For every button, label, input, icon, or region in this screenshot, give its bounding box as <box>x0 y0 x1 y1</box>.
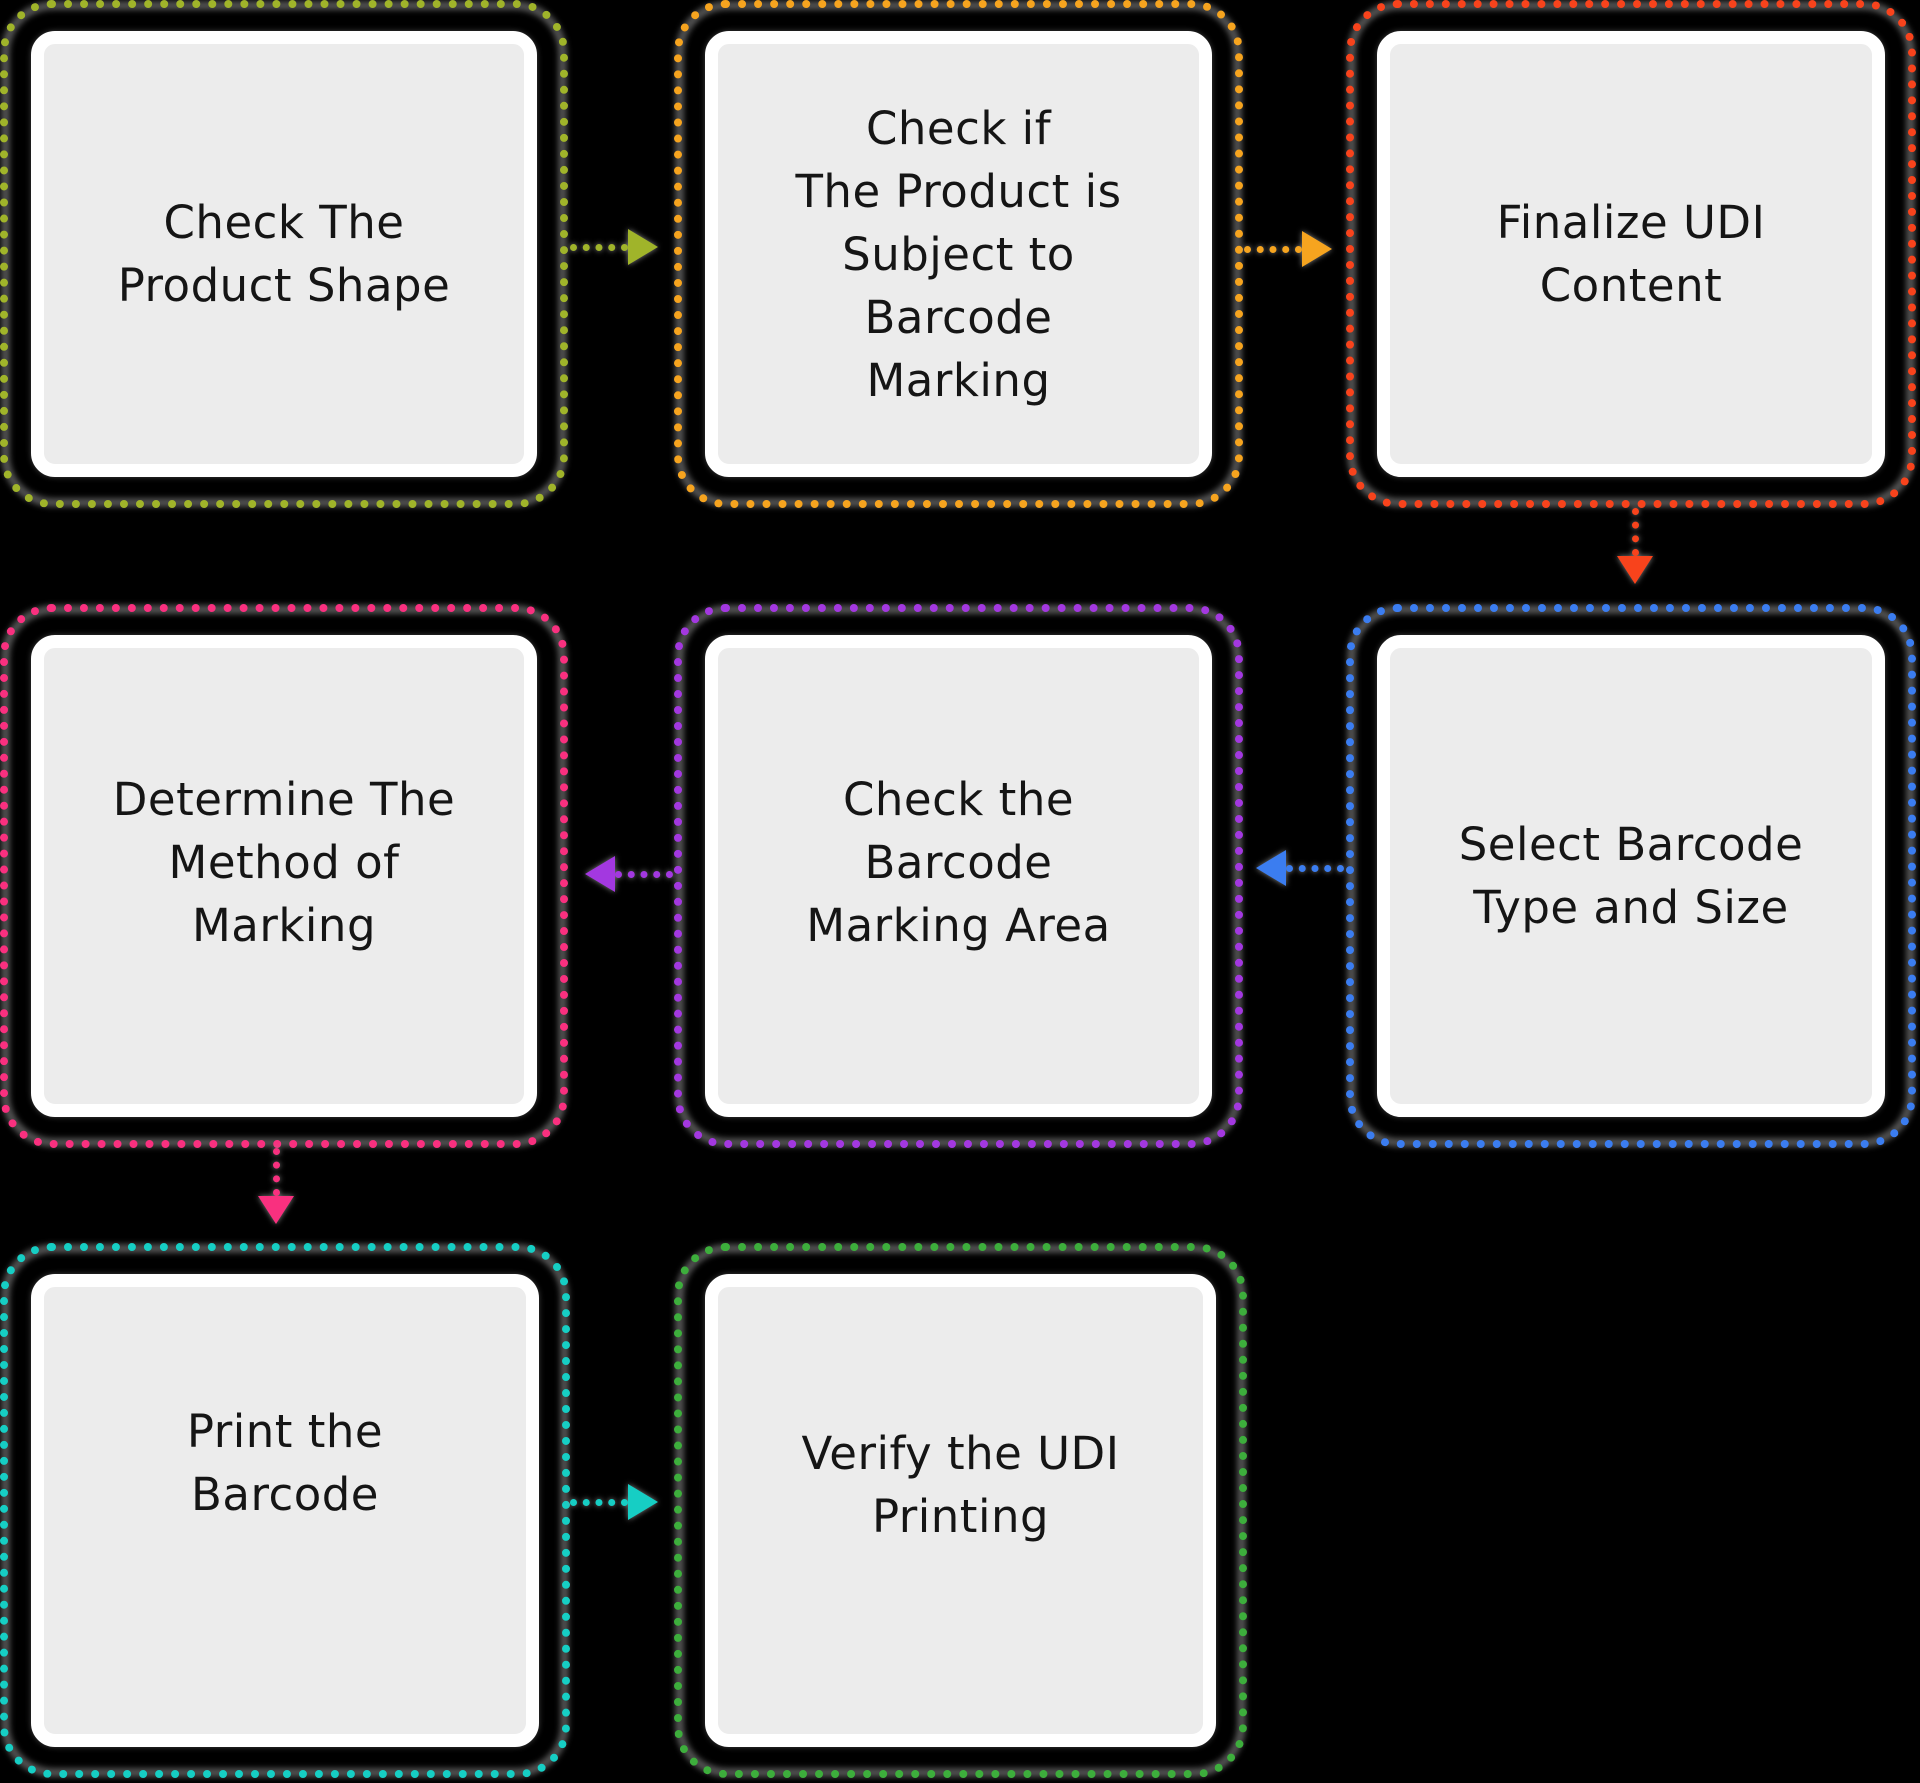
flow-card: Verify the UDI Printing <box>705 1274 1216 1747</box>
flow-box-print-barcode: Print the Barcode <box>0 1243 570 1778</box>
arrow-line <box>1286 864 1344 872</box>
flow-box-check-product-shape: Check The Product Shape <box>0 0 568 508</box>
flow-box-check-marking-area: Check the Barcode Marking Area <box>674 604 1243 1148</box>
arrow-area-to-method <box>585 856 673 892</box>
arrow-head-left-icon <box>585 856 615 892</box>
flow-box-label: Verify the UDI Printing <box>801 1426 1120 1543</box>
arrow-head-right-icon <box>628 229 658 265</box>
arrow-line <box>570 1498 628 1506</box>
arrow-finalize-to-select <box>1617 508 1653 584</box>
flow-card: Check the Barcode Marking Area <box>705 635 1212 1117</box>
arrow-subject-to-finalize <box>1244 231 1332 267</box>
flow-card: Check The Product Shape <box>31 31 537 477</box>
arrow-shape-to-subject <box>570 229 658 265</box>
flow-card: Check if The Product is Subject to Barco… <box>705 31 1212 477</box>
arrow-select-to-area <box>1256 850 1344 886</box>
flow-card: Finalize UDI Content <box>1377 31 1885 477</box>
flow-box-label: Select Barcode Type and Size <box>1458 818 1804 934</box>
flow-card: Print the Barcode <box>31 1274 539 1747</box>
arrow-head-down-icon <box>258 1196 294 1224</box>
flow-box-label: Determine The Method of Marking <box>112 772 456 952</box>
arrow-print-to-verify <box>570 1484 658 1520</box>
flow-box-determine-method: Determine The Method of Marking <box>0 604 568 1148</box>
flow-box-label: Finalize UDI Content <box>1496 196 1766 312</box>
arrow-line <box>615 870 673 878</box>
arrow-head-right-icon <box>628 1484 658 1520</box>
arrow-line <box>1244 245 1302 253</box>
flow-box-label: Check if The Product is Subject to Barco… <box>795 101 1122 407</box>
flow-box-select-barcode-type: Select Barcode Type and Size <box>1346 604 1916 1148</box>
arrow-head-right-icon <box>1302 231 1332 267</box>
flow-box-label: Check the Barcode Marking Area <box>806 772 1111 952</box>
flow-card: Select Barcode Type and Size <box>1377 635 1885 1117</box>
arrow-line <box>272 1148 280 1196</box>
flow-card: Determine The Method of Marking <box>31 635 537 1117</box>
arrow-line <box>570 243 628 251</box>
flow-box-check-if-subject: Check if The Product is Subject to Barco… <box>674 0 1243 508</box>
flow-box-finalize-udi-content: Finalize UDI Content <box>1346 0 1916 508</box>
arrow-head-down-icon <box>1617 556 1653 584</box>
arrow-head-left-icon <box>1256 850 1286 886</box>
flow-box-label: Print the Barcode <box>186 1404 384 1521</box>
flow-box-label: Check The Product Shape <box>117 196 451 312</box>
arrow-line <box>1631 508 1639 556</box>
flow-box-verify-udi-printing: Verify the UDI Printing <box>674 1243 1247 1778</box>
arrow-method-to-print <box>258 1148 294 1224</box>
